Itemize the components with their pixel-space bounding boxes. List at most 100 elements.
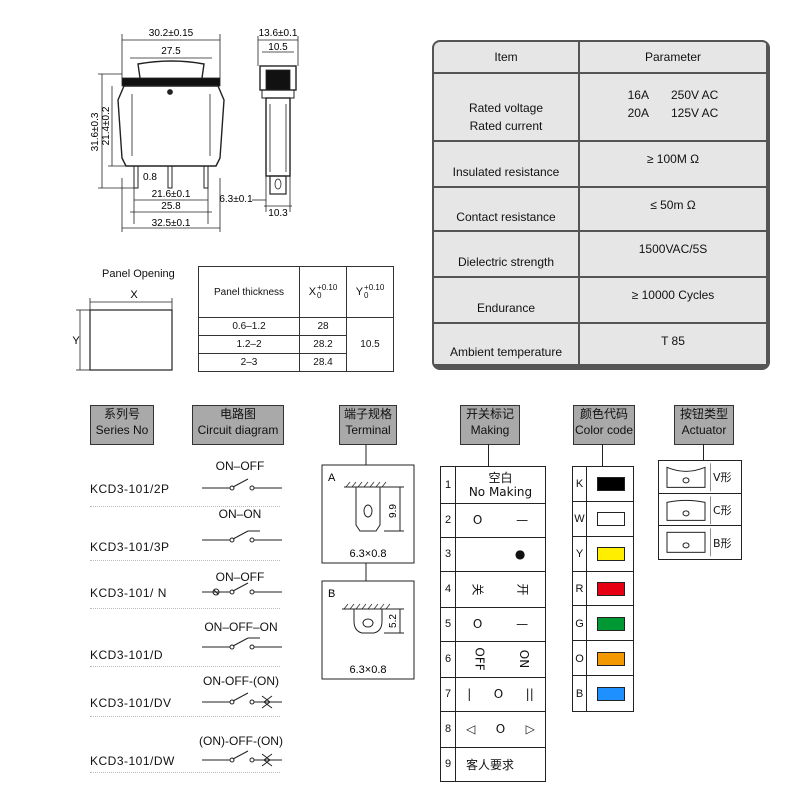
spec-row: Insulated resistance≥ 100M Ω <box>434 142 768 186</box>
dim-height-body: 21.4±0.2 <box>101 106 112 145</box>
series-model: KCD3-101/DV <box>90 696 172 710</box>
making-symbol-left: | <box>467 687 472 701</box>
panel-thickness-table: Panel thickness X +0.10 0 Y +0.10 0 0.6–… <box>198 266 394 372</box>
panel-opening-drawing: X Y <box>72 289 173 371</box>
th-panel-thickness: Panel thickness <box>199 267 300 318</box>
making-row-symbols: O— <box>456 607 545 641</box>
cell-thickness-2: 1.2–2 <box>199 336 300 354</box>
series-model: KCD3-101/3P <box>90 540 170 554</box>
color-swatch <box>597 651 625 666</box>
spec-current: 16A <box>627 88 649 102</box>
spec-parameter-value: 1500VAC/5S <box>638 242 708 256</box>
spec-item-line: Rated current <box>469 119 543 133</box>
spec-header-item: Item <box>434 42 578 72</box>
series-underline <box>90 716 280 717</box>
switch-side-view-drawing: 13.6±0.1 10.5 6.3±0.1 10.3 <box>219 28 299 219</box>
actuator-label: C形 <box>713 503 732 517</box>
header-terminal-en: Terminal <box>345 423 391 437</box>
header-circuit-cn: 电路图 <box>219 407 256 421</box>
spec-parameter-value: ≤ 50m Ω <box>650 198 696 212</box>
spec-parameter: 1500VAC/5S <box>580 232 766 276</box>
color-connector <box>602 444 603 466</box>
panel-y-label: Y <box>72 335 80 347</box>
dim-terminal-width: 6.3±0.1 <box>219 194 253 205</box>
spec-item: Endurance <box>434 278 578 322</box>
color-row: B <box>573 676 633 711</box>
making-symbol-middle: O <box>493 687 504 701</box>
spec-row: Ambient temperature T 85 <box>434 324 768 364</box>
color-code-letter: Y <box>573 536 587 572</box>
spec-voltage: 250V AC <box>670 88 719 102</box>
actuator-label: V形 <box>713 471 732 485</box>
header-color: 颜色代码 Color code <box>573 405 635 445</box>
header-color-cn: 颜色代码 <box>579 407 628 421</box>
header-series-cn: 系列号 <box>103 407 140 421</box>
dim-top-width: 30.2±0.15 <box>149 28 194 39</box>
spec-parameter: T 85 <box>580 324 766 364</box>
color-row: Y <box>573 536 633 572</box>
circuit-type: (ON)-OFF-(ON) <box>199 734 283 748</box>
th-x-tol-plus: +0.10 <box>317 283 338 292</box>
making-row-number: 8 <box>441 711 456 747</box>
th-y-tol-zero: 0 <box>364 291 369 300</box>
color-row: O <box>573 641 633 677</box>
circuit-type: ON-OFF-(ON) <box>203 674 279 688</box>
making-row-symbols: O— <box>456 503 545 537</box>
color-code-letter: W <box>573 501 587 537</box>
making-symbol-middle: O <box>495 722 506 736</box>
making-row-number: 6 <box>441 641 456 677</box>
making-row-number: 4 <box>441 571 456 607</box>
spec-item-line: Ambient temperature <box>449 345 563 359</box>
spec-parameter: ≥ 100M Ω <box>580 142 766 186</box>
making-row-symbols: 关开 <box>456 571 545 607</box>
spec-parameter-line: 16A 250V AC <box>628 86 719 104</box>
circuit-type: ON–ON <box>218 507 262 521</box>
series-underline <box>90 560 280 561</box>
color-row: W <box>573 501 633 537</box>
terminal-drawings: A 9.9 6.3×0.8 B 5.2 6.3×0.8 <box>321 445 415 680</box>
header-making-cn: 开关标记 <box>465 407 514 421</box>
circuit-symbol <box>202 478 282 491</box>
color-swatch <box>597 616 625 631</box>
spec-row: Dielectric strength 1500VAC/5S <box>434 232 768 276</box>
series-underline <box>90 666 280 667</box>
dim-pin-thick: 0.8 <box>143 172 157 183</box>
th-y-label: Y <box>355 286 364 298</box>
circuit-type: ON–OFF <box>215 459 265 473</box>
th-x-tol-zero: 0 <box>317 291 322 300</box>
spec-item: Ambient temperature <box>434 324 578 364</box>
making-row-symbols: |O|| <box>456 677 545 711</box>
dim-side-top: 13.6±0.1 <box>259 28 298 39</box>
spec-voltage: 125V AC <box>670 106 719 120</box>
cell-thickness-3: 2–3 <box>199 354 300 371</box>
color-code-letter: K <box>573 467 587 502</box>
color-code-letter: O <box>573 641 587 677</box>
spec-item-line: Endurance <box>476 301 536 315</box>
terminal-a-label: A <box>328 472 336 484</box>
actuator-icon <box>666 495 711 524</box>
cell-y-value: 10.5 <box>360 339 380 350</box>
color-code-letter: R <box>573 571 587 607</box>
header-terminal: 端子规格 Terminal <box>339 405 397 445</box>
series-underline <box>90 772 280 773</box>
switch-front-view-drawing: 30.2±0.15 27.5 31.6±0.3 21.4±0.2 0.8 21.… <box>90 28 225 232</box>
dim-height-total: 31.6±0.3 <box>90 112 101 151</box>
spec-item-line: Dielectric strength <box>457 255 555 269</box>
making-symbol-left: OFF <box>472 647 487 671</box>
making-blank-en: No Making <box>468 485 533 499</box>
header-actuator-cn: 按钮类型 <box>679 407 728 421</box>
th-x-label: X <box>308 286 317 298</box>
actuator-icon <box>666 528 711 557</box>
